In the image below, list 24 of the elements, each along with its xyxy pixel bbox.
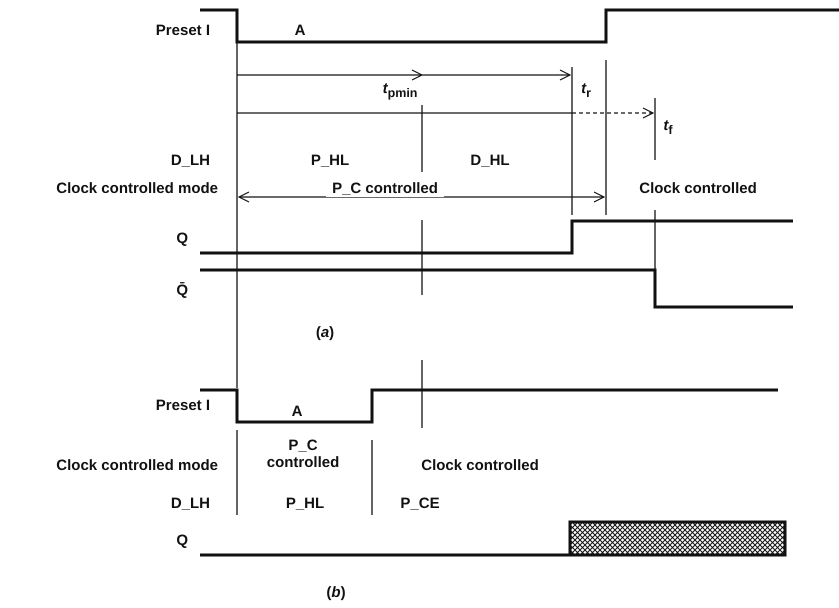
signal-label: Q [176, 230, 188, 247]
mode-label: P_C controlled [326, 180, 444, 197]
phase-label: D_LH [170, 495, 210, 512]
mode-label: P_C controlled [266, 437, 340, 471]
signal-label: Preset I [156, 22, 210, 39]
phase-label: P_CE [400, 495, 440, 512]
interval-label: A [294, 22, 306, 39]
phase-label: P_HL [310, 152, 350, 169]
panel-caption: (a) [316, 324, 334, 341]
time-label: t$_{f}$ [663, 117, 673, 139]
mode-label: Clock controlled mode [56, 457, 218, 474]
signal-label: Q̄ [176, 282, 188, 299]
mode-label: Clock controlled [421, 457, 539, 474]
panel-caption: (b) [326, 584, 346, 601]
interval-label: A [292, 403, 302, 420]
phase-label: D_LH [170, 152, 210, 169]
mode-label: Clock controlled [639, 180, 757, 197]
phase-label: D_HL [470, 152, 510, 169]
signal-label: Preset I [156, 397, 210, 414]
signal-label: Q [176, 532, 188, 549]
phase-label: P_HL [286, 495, 324, 512]
time-label: t$_{pmin}$ [382, 80, 418, 102]
mode-label: Clock controlled mode [56, 180, 218, 197]
time-label: t$_{r}$ [581, 80, 591, 102]
